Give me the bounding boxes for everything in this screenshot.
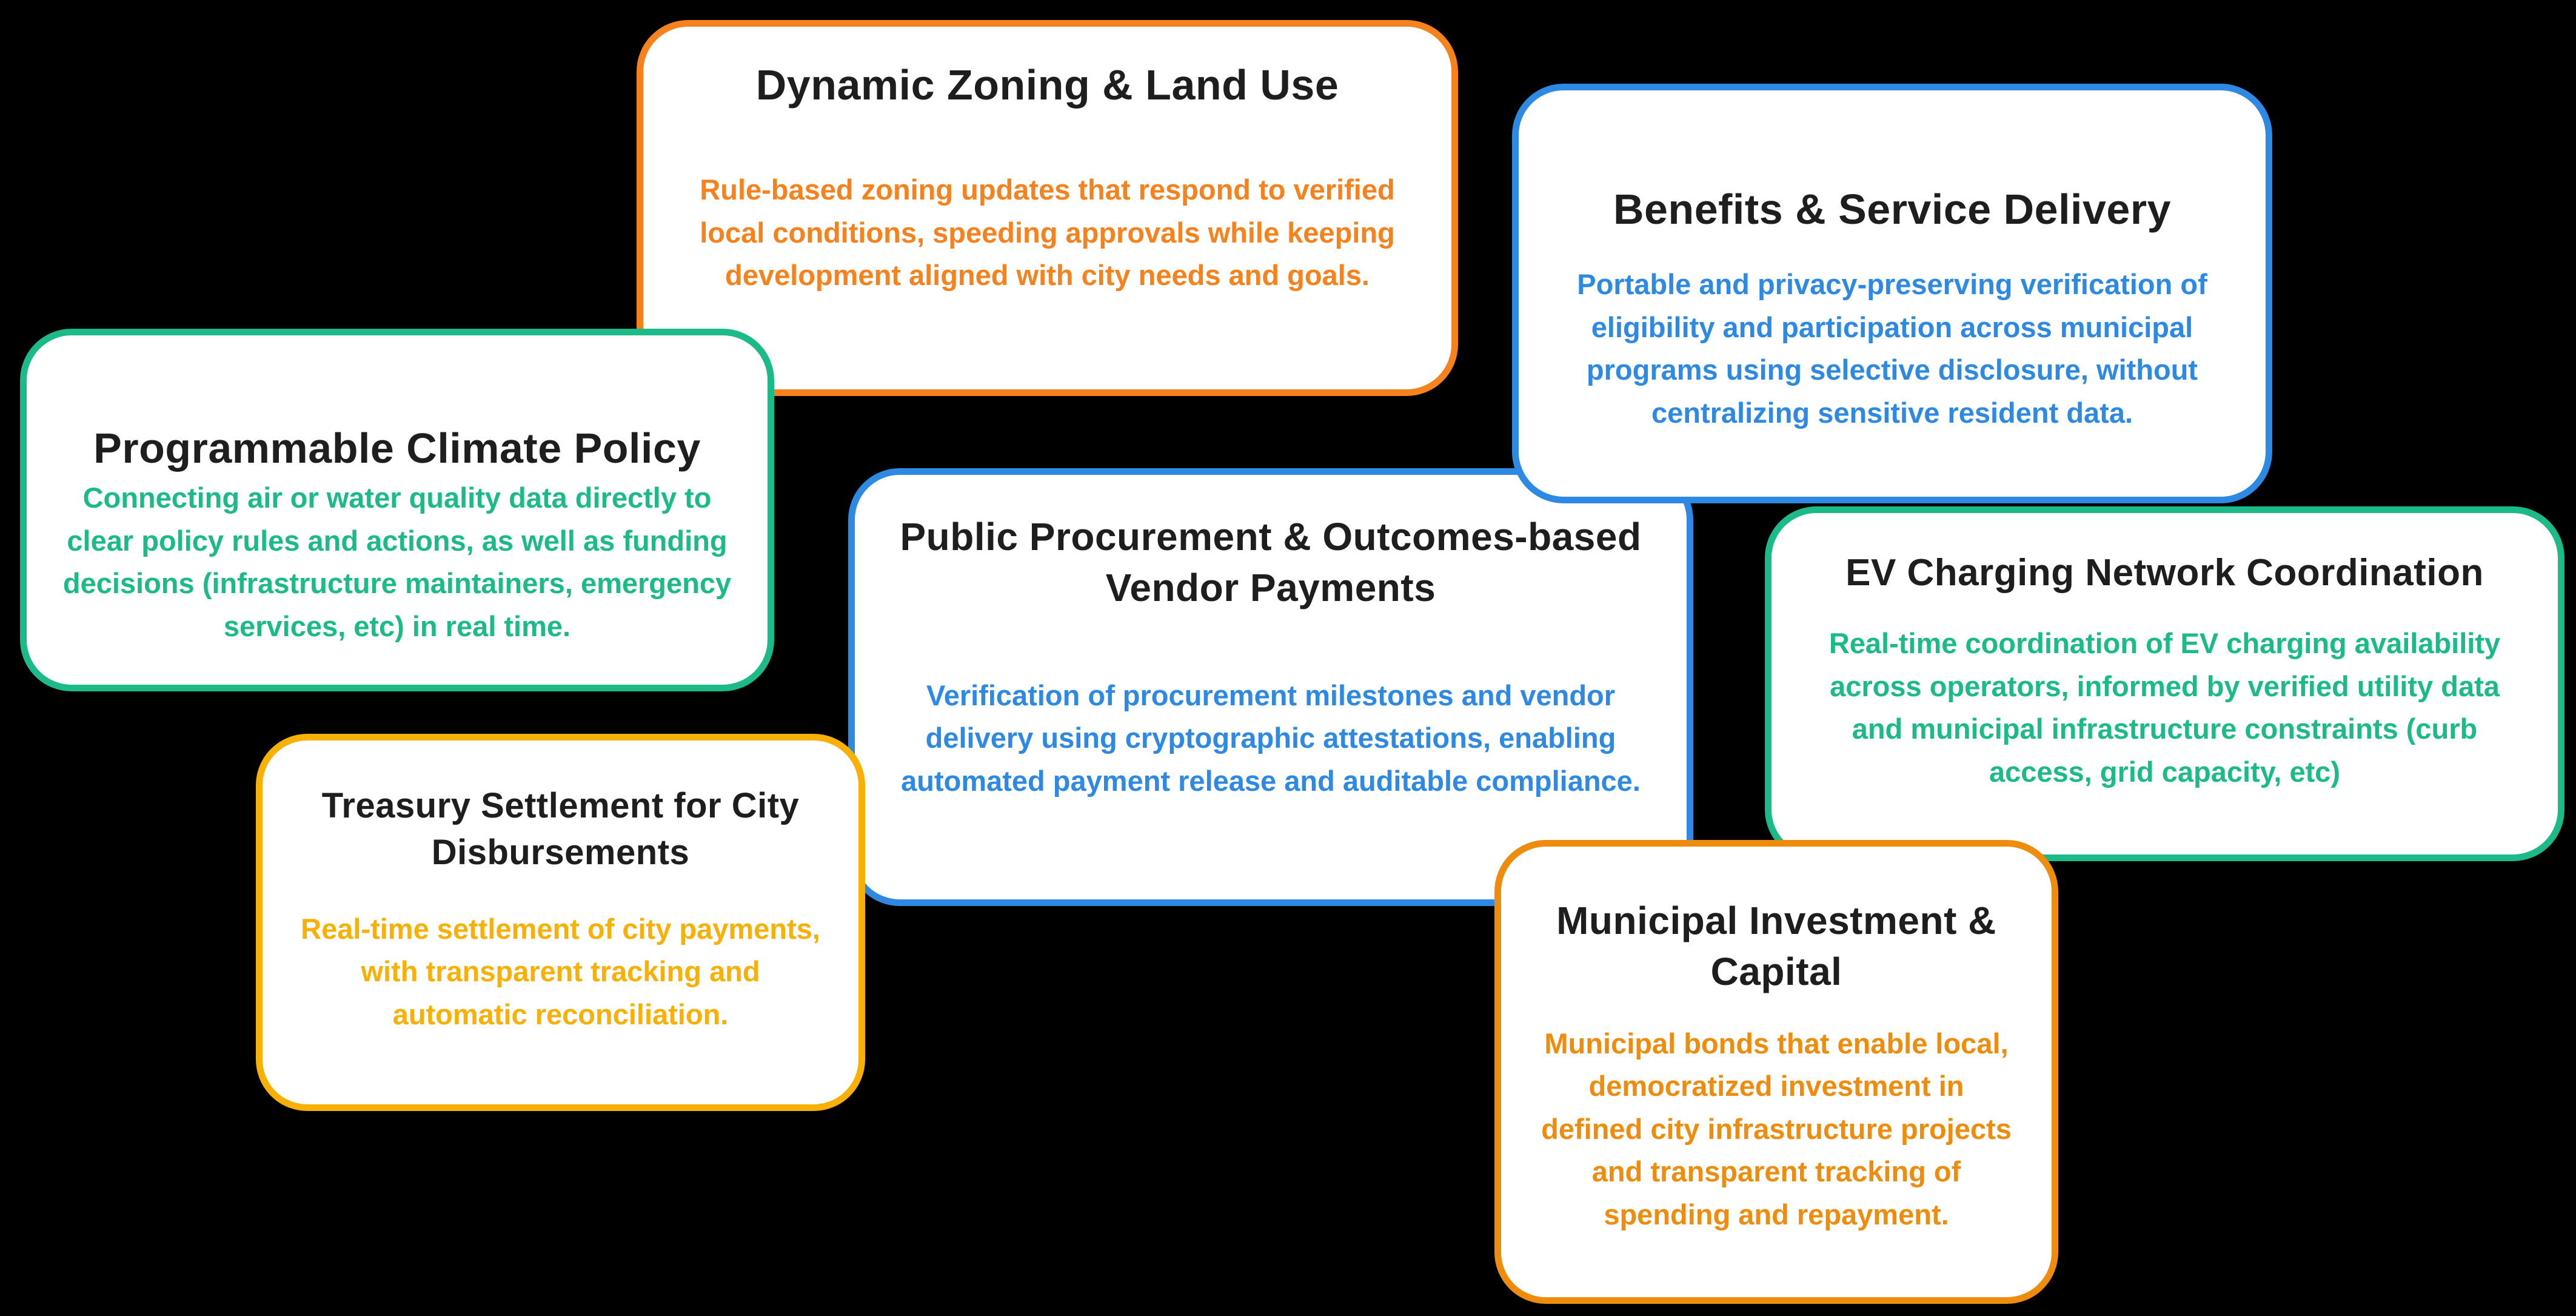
card-title: EV Charging Network Coordination — [1845, 552, 2484, 594]
card-treasury-settlement-city-disbursements[interactable]: Treasury Settlement for City Disbursemen… — [256, 734, 865, 1111]
card-benefits-service-delivery[interactable]: Benefits & Service Delivery Portable and… — [1512, 84, 2272, 503]
card-description: Real-time settlement of city payments, w… — [301, 912, 820, 1030]
card-body: Municipal bonds that enable local, democ… — [1534, 998, 2018, 1261]
card-body: Real-time coordination of EV charging av… — [1805, 598, 2524, 818]
card-description: Rule-based zoning updates that respond t… — [700, 173, 1395, 292]
card-title: Public Procurement & Outcomes-based Vend… — [900, 515, 1642, 610]
card-description: Real-time coordination of EV charging av… — [1828, 627, 2501, 788]
card-dynamic-zoning-land-use[interactable]: Dynamic Zoning & Land Use Rule-based zon… — [637, 20, 1458, 396]
card-title: Municipal Investment & Capital — [1556, 899, 1996, 994]
card-body: Connecting air or water quality data dir… — [60, 476, 734, 648]
card-title: Benefits & Service Delivery — [1613, 186, 2172, 233]
card-description: Verification of procurement milestones a… — [901, 679, 1641, 797]
card-public-procurement-vendor-payments[interactable]: Public Procurement & Outcomes-based Vend… — [848, 468, 1693, 906]
card-body: Rule-based zoning updates that respond t… — [677, 113, 1418, 353]
card-programmable-climate-policy[interactable]: Programmable Climate Policy Connecting a… — [20, 329, 774, 691]
card-title: Dynamic Zoning & Land Use — [755, 61, 1339, 109]
card-description: Municipal bonds that enable local, democ… — [1541, 1027, 2012, 1230]
card-body: Portable and privacy-preserving verifica… — [1552, 237, 2232, 460]
card-description: Connecting air or water quality data dir… — [62, 482, 732, 642]
card-municipal-investment-capital[interactable]: Municipal Investment & Capital Municipal… — [1494, 840, 2058, 1304]
card-ev-charging-network-coordination[interactable]: EV Charging Network Coordination Real-ti… — [1765, 506, 2564, 861]
card-title: Programmable Climate Policy — [93, 425, 701, 472]
card-body: Verification of procurement milestones a… — [888, 614, 1653, 863]
card-title: Treasury Settlement for City Disbursemen… — [321, 786, 800, 872]
card-body: Real-time settlement of city payments, w… — [296, 876, 825, 1068]
card-description: Portable and privacy-preserving verifica… — [1577, 268, 2207, 429]
